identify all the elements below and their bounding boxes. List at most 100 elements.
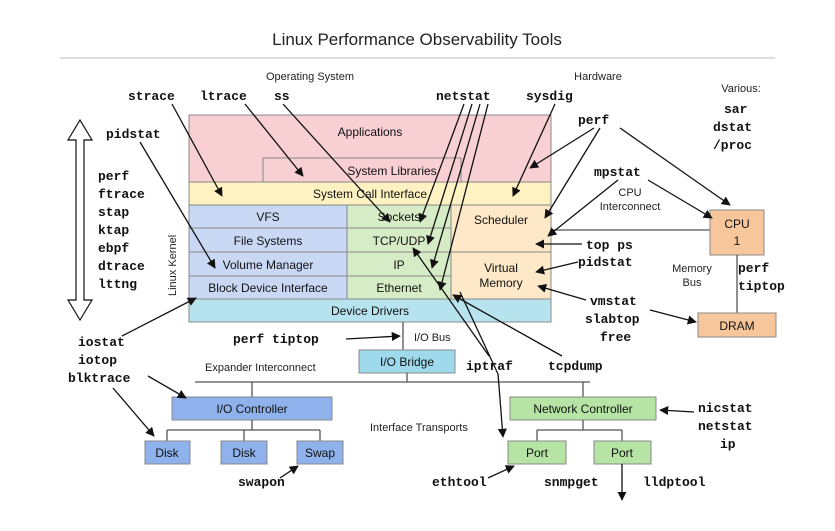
tool-ethtool: ethtool bbox=[432, 475, 487, 490]
tool-pidstat-left: pidstat bbox=[106, 127, 161, 142]
tool-perf-left: perf bbox=[98, 169, 129, 184]
tool-stap: stap bbox=[98, 205, 129, 220]
tool-tiptop-right: tiptop bbox=[738, 279, 785, 294]
cpu-number: 1 bbox=[734, 234, 741, 248]
tool-sar: sar bbox=[724, 102, 747, 117]
arrow-ss bbox=[282, 103, 391, 223]
io-bus-label: I/O Bus bbox=[414, 332, 451, 344]
sockets-label: Sockets bbox=[378, 210, 421, 224]
vfs-label: VFS bbox=[256, 210, 279, 224]
tool-lldptool: lldptool bbox=[643, 475, 706, 490]
memory-bus-label-2: Bus bbox=[683, 277, 702, 289]
tool-iostat: iostat bbox=[78, 335, 125, 350]
arrow-pidstat-left bbox=[139, 141, 216, 269]
cpu-interconnect-label-2: Interconnect bbox=[600, 201, 661, 213]
arrow-netstat-3 bbox=[429, 103, 481, 269]
memory-bus-label-1: Memory bbox=[672, 263, 712, 275]
arrow-blktrace bbox=[112, 387, 155, 437]
tool-free: free bbox=[600, 330, 631, 345]
tool-top-ps: top ps bbox=[586, 238, 633, 253]
scheduler-label: Scheduler bbox=[474, 213, 528, 227]
dram-label: DRAM bbox=[719, 319, 754, 333]
network-controller-label: Network Controller bbox=[533, 402, 632, 416]
arrow-vmstat-dram bbox=[649, 309, 697, 325]
block-device-interface-label: Block Device Interface bbox=[208, 281, 328, 295]
linux-kernel-label: Linux Kernel bbox=[167, 235, 179, 296]
tool-vmstat: vmstat bbox=[590, 294, 637, 309]
tool-ftrace: ftrace bbox=[98, 187, 145, 202]
tool-nicstat: nicstat bbox=[698, 401, 753, 416]
arrow-tcpdump bbox=[452, 294, 563, 357]
arrow-netstat-4 bbox=[437, 103, 489, 291]
tool-iptraf: iptraf bbox=[466, 359, 513, 374]
diagram-title: Linux Performance Observability Tools bbox=[272, 30, 562, 49]
tcp-udp-label: TCP/UDP bbox=[373, 234, 426, 248]
tool-tcpdump: tcpdump bbox=[548, 359, 603, 374]
arrow-perf-cpu bbox=[619, 127, 731, 206]
arrow-ethtool bbox=[487, 465, 515, 479]
disk-2-box bbox=[220, 440, 268, 465]
cpu-box bbox=[709, 209, 765, 256]
tool-ltrace: ltrace bbox=[200, 89, 247, 104]
dram-box bbox=[697, 312, 777, 338]
tool-arrows bbox=[112, 103, 731, 501]
tool-netstat-right: netstat bbox=[698, 419, 753, 434]
system-call-interface-label: System Call Interface bbox=[313, 187, 427, 201]
arrow-iotop bbox=[147, 375, 187, 399]
tool-ss: ss bbox=[274, 89, 290, 104]
port-1-box bbox=[507, 440, 567, 465]
arrow-perf-tiptop bbox=[345, 331, 401, 341]
tool-slabtop: slabtop bbox=[585, 312, 640, 327]
cpu-label: CPU bbox=[724, 217, 749, 231]
interface-transports-label: Interface Transports bbox=[370, 422, 468, 434]
ip-label: IP bbox=[393, 258, 404, 272]
scheduler-box bbox=[450, 204, 552, 253]
ethernet-label: Ethernet bbox=[376, 281, 422, 295]
disk-1-box bbox=[144, 440, 191, 465]
arrow-mpstat-scheduler bbox=[547, 179, 619, 237]
arrow-vmstat bbox=[537, 283, 587, 301]
various-label: Various: bbox=[721, 83, 761, 95]
kernel-span-arrow bbox=[66, 118, 94, 322]
tool-iotop: iotop bbox=[78, 353, 117, 368]
arrow-perf-libraries bbox=[529, 127, 595, 169]
disk-1-label: Disk bbox=[155, 446, 179, 460]
file-systems-label: File Systems bbox=[234, 234, 303, 248]
tool-strace: strace bbox=[128, 89, 175, 104]
applications-label: Applications bbox=[338, 125, 403, 139]
tool-perf-tiptop: perf tiptop bbox=[233, 332, 319, 347]
tool-ebpf: ebpf bbox=[98, 241, 129, 256]
arrow-netstat-2 bbox=[426, 103, 473, 245]
tool-ip: ip bbox=[720, 437, 736, 452]
tool-sysdig: sysdig bbox=[526, 89, 573, 104]
arrow-to-port bbox=[497, 373, 507, 438]
system-libraries-label: System Libraries bbox=[347, 164, 436, 178]
tool-proc: /proc bbox=[713, 138, 752, 153]
tool-lttng: lttng bbox=[98, 277, 137, 292]
virtual-memory-label-1: Virtual bbox=[484, 261, 518, 275]
swap-label: Swap bbox=[305, 446, 335, 460]
tool-ktap: ktap bbox=[98, 223, 129, 238]
volume-manager-label: Volume Manager bbox=[223, 258, 314, 272]
tool-pidstat-right: pidstat bbox=[578, 255, 633, 270]
arrow-pidstat-right bbox=[535, 261, 579, 275]
swap-box bbox=[296, 440, 344, 465]
tool-dtrace: dtrace bbox=[98, 259, 145, 274]
cpu-interconnect-label-1: CPU bbox=[618, 187, 641, 199]
arrow-mpstat-cpu bbox=[647, 179, 713, 219]
tool-perf-right: perf bbox=[738, 261, 769, 276]
arrow-perf-scheduler bbox=[544, 127, 601, 219]
arrow-ltrace bbox=[244, 103, 304, 177]
port-2-label: Port bbox=[611, 446, 634, 460]
arrow-swapon bbox=[279, 465, 299, 479]
virtual-memory-label-2: Memory bbox=[479, 276, 522, 290]
io-bridge-label: I/O Bridge bbox=[380, 355, 434, 369]
arrow-iostat bbox=[121, 297, 197, 337]
tool-netstat: netstat bbox=[436, 89, 491, 104]
tool-blktrace: blktrace bbox=[68, 371, 131, 386]
disk-2-label: Disk bbox=[232, 446, 256, 460]
arrow-netstat-1 bbox=[418, 103, 465, 223]
tool-dstat: dstat bbox=[713, 120, 752, 135]
